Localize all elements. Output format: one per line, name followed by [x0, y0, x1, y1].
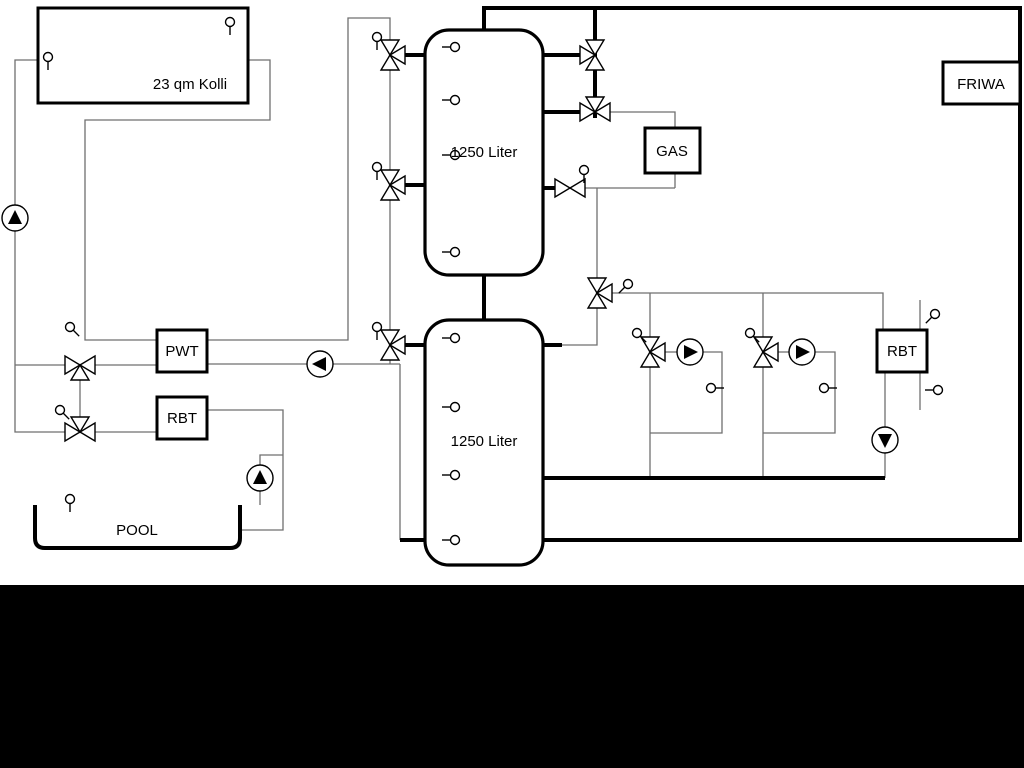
pump-icon	[1, 204, 29, 232]
pipe-heating-header	[611, 292, 884, 330]
sensor-icon	[62, 319, 84, 341]
pipe-hot-main	[482, 6, 1022, 542]
rbt-right-label: RBT	[887, 343, 917, 360]
valve-icon	[555, 179, 585, 197]
pipe-rbt-pool	[207, 409, 284, 531]
pipe-collector-return	[14, 59, 66, 433]
valve-icon	[381, 40, 405, 70]
buffer-tank-bottom	[423, 318, 545, 567]
pipe-circuit-a-loop	[650, 351, 723, 434]
valve-icon	[381, 170, 405, 200]
three-way-valve-icon	[65, 417, 95, 441]
valve-icon	[580, 40, 604, 70]
sensor-icon	[371, 31, 383, 51]
sensor-icon	[64, 493, 76, 513]
valve-icon	[381, 330, 405, 360]
sensor-icon	[371, 321, 383, 341]
tank-top-label: 1250 Liter	[451, 144, 518, 161]
pump-icon	[246, 464, 274, 492]
pump-icon	[676, 338, 704, 366]
pipe-v5-gas-top	[609, 111, 676, 128]
pwt-label: PWT	[165, 343, 198, 360]
pipe-pwt-riser	[207, 17, 391, 341]
sensor-icon	[921, 306, 943, 328]
friwa-label: FRIWA	[957, 76, 1005, 93]
pump-icon	[871, 426, 899, 454]
collector-box	[36, 6, 250, 105]
buffer-tank-top	[423, 28, 545, 277]
collector-label: 23 qm Kolli	[153, 76, 227, 93]
three-way-valve-icon	[588, 278, 612, 308]
sensor-icon	[578, 164, 590, 184]
pipe-v7-tank2	[562, 308, 598, 346]
pipe-collector-supply	[84, 59, 271, 341]
tank-bottom-label: 1250 Liter	[451, 433, 518, 450]
pump-icon	[306, 350, 334, 378]
pwt-box	[155, 328, 209, 374]
pool-basin	[33, 505, 242, 550]
pool-label: POOL	[116, 522, 158, 539]
pump-icon	[788, 338, 816, 366]
three-way-valve-icon	[65, 356, 95, 380]
footer-band	[0, 585, 1024, 768]
rbt-left-label: RBT	[167, 410, 197, 427]
pipe-circuit-b-loop	[763, 351, 836, 434]
sensor-icon	[52, 402, 74, 424]
rbt-right-box	[875, 328, 929, 374]
sensor-icon	[924, 384, 944, 396]
rbt-left-box	[155, 395, 209, 441]
sensor-icon	[371, 161, 383, 181]
schematic-diagram: 23 qm Kolli 1250 Liter 1250 Liter GAS FR…	[1, 6, 1022, 567]
gas-boiler-box	[643, 126, 702, 175]
friwa-box	[941, 60, 1022, 106]
gas-label: GAS	[656, 143, 688, 160]
